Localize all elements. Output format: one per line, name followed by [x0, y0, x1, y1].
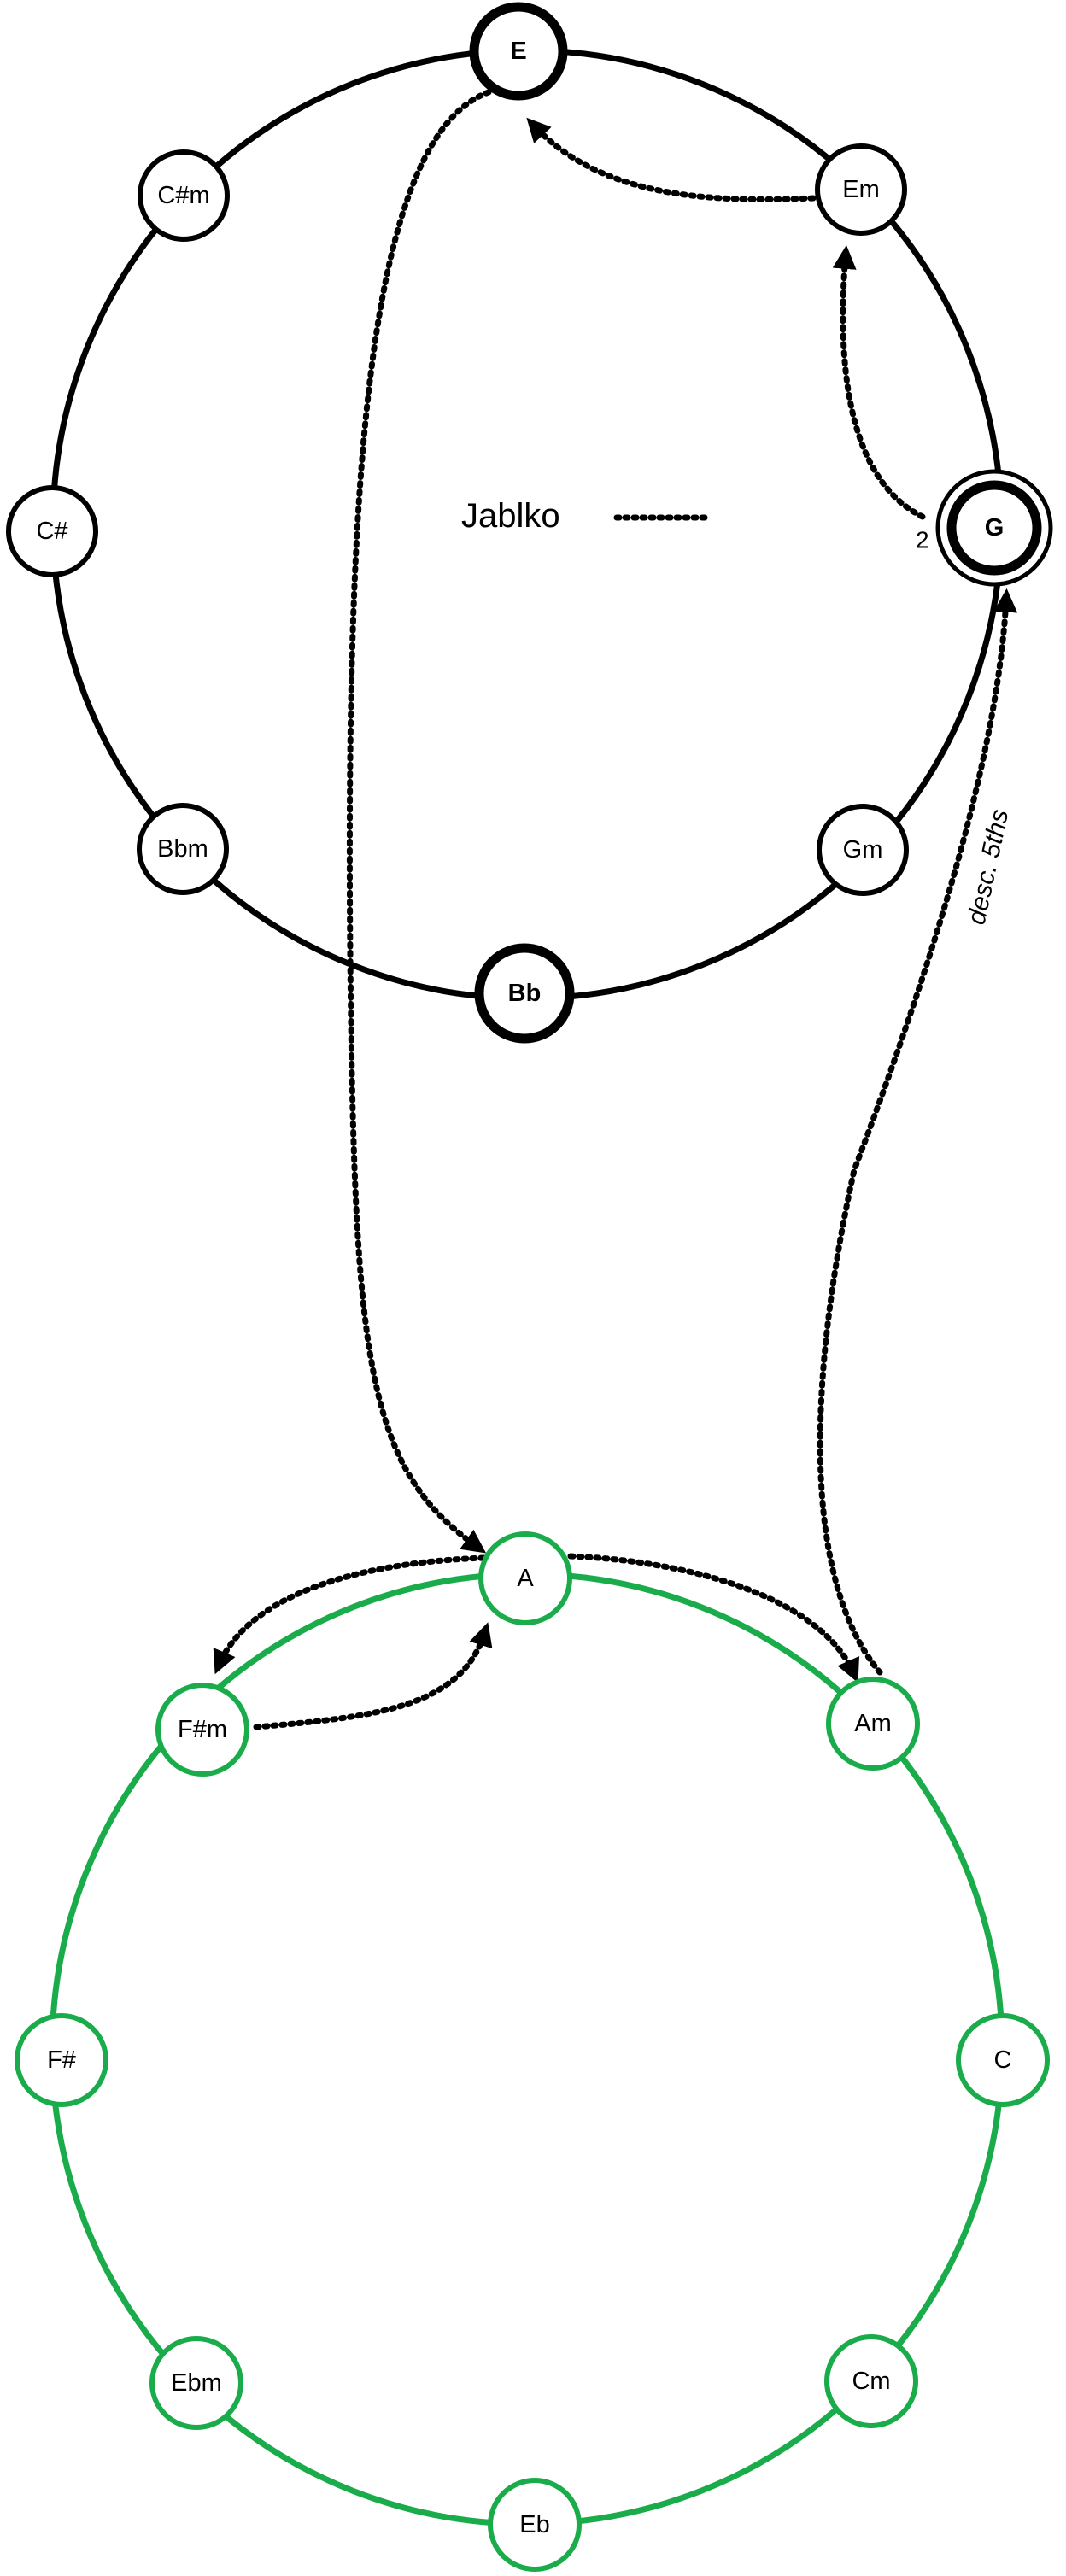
chord-label: Gm: [843, 836, 883, 864]
chord-node-circle: [15, 2013, 108, 2107]
chord-node-circle: [478, 1531, 572, 1625]
node-csharp: C#: [6, 485, 98, 577]
node-em: Em: [815, 143, 907, 236]
top-cycle-nodes: E Em G Gm Bb Bbm C# C#m: [6, 2, 1053, 1044]
node-bbm: Bbm: [137, 803, 229, 895]
chord-node-circle: [474, 943, 575, 1044]
arrow-em-to-e: [526, 117, 817, 202]
arrow-fsharpm-to-a: [253, 1622, 493, 1730]
arrow-g-to-em: [832, 244, 926, 520]
node-c: C: [956, 2013, 1050, 2107]
chord-label: C: [994, 2046, 1012, 2074]
chord-label: Am: [854, 1710, 892, 1737]
chord-label: E: [510, 38, 526, 65]
chord-label: Em: [842, 176, 880, 203]
arrow-a-to-am: [567, 1553, 859, 1683]
chord-node-circle: [824, 2334, 918, 2428]
node-eb: Eb: [488, 2478, 582, 2572]
arrow-e-to-a: [346, 89, 492, 1554]
chord-node-circle: [6, 485, 98, 577]
chord-node-circle: [149, 2336, 243, 2430]
node-e: E: [469, 2, 568, 101]
g-number-label: 2: [916, 527, 929, 553]
chord-label: C#m: [157, 182, 209, 209]
legend-label: Jablko: [461, 497, 560, 535]
progression-arrows: [213, 89, 1018, 1730]
chord-label: Eb: [519, 2511, 549, 2538]
bottom-cycle-nodes: A Am C Cm Eb Ebm F# F#m: [15, 1531, 1050, 2572]
chord-label: G: [985, 514, 1004, 542]
chord-label: A: [517, 1565, 534, 1592]
node-cm: Cm: [824, 2334, 918, 2428]
chord-node-circle: [946, 480, 1042, 576]
node-gm: Gm: [817, 804, 909, 896]
node-csharpm: C#m: [138, 149, 230, 242]
chord-node-circle: [826, 1677, 920, 1771]
chord-node-circle: [956, 2013, 1050, 2107]
chord-label: Cm: [852, 2368, 890, 2395]
arrow-am-to-g: [817, 588, 1018, 1676]
legend: Jablko: [461, 497, 709, 535]
chord-label: Bbm: [157, 835, 208, 863]
arrow-a-to-fsharpm: [213, 1554, 487, 1675]
chord-label: F#: [47, 2046, 76, 2074]
node-am: Am: [826, 1677, 920, 1771]
chord-node-circle: [488, 2478, 582, 2572]
chord-label: Ebm: [171, 2369, 222, 2397]
chord-label: C#: [36, 518, 67, 545]
node-ebm: Ebm: [149, 2336, 243, 2430]
chord-node-circle: [137, 803, 229, 895]
chord-node-circle: [138, 149, 230, 242]
node-g: G: [935, 469, 1053, 587]
chord-node-circle: [155, 1683, 249, 1777]
chord-node-circle: [469, 2, 568, 101]
chord-node-circle: [815, 143, 907, 236]
chord-node-circle: [817, 804, 909, 896]
node-fsharpm: F#m: [155, 1683, 249, 1777]
node-bb: Bb: [474, 943, 575, 1044]
chord-label: F#m: [178, 1716, 227, 1743]
node-fsharp: F#: [15, 2013, 108, 2107]
chord-label: Bb: [508, 980, 542, 1007]
node-a: A: [478, 1531, 572, 1625]
